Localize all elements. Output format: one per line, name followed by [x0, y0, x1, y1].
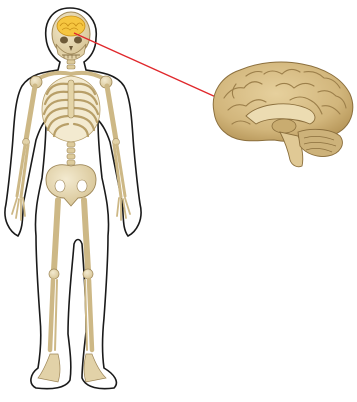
skeleton-figure [5, 8, 141, 389]
brain-highlight [57, 16, 85, 36]
thalamus [272, 119, 296, 133]
brain-callout [213, 62, 353, 167]
sternum [68, 80, 74, 118]
rib-cage [42, 76, 100, 142]
cerebellum [298, 129, 342, 156]
